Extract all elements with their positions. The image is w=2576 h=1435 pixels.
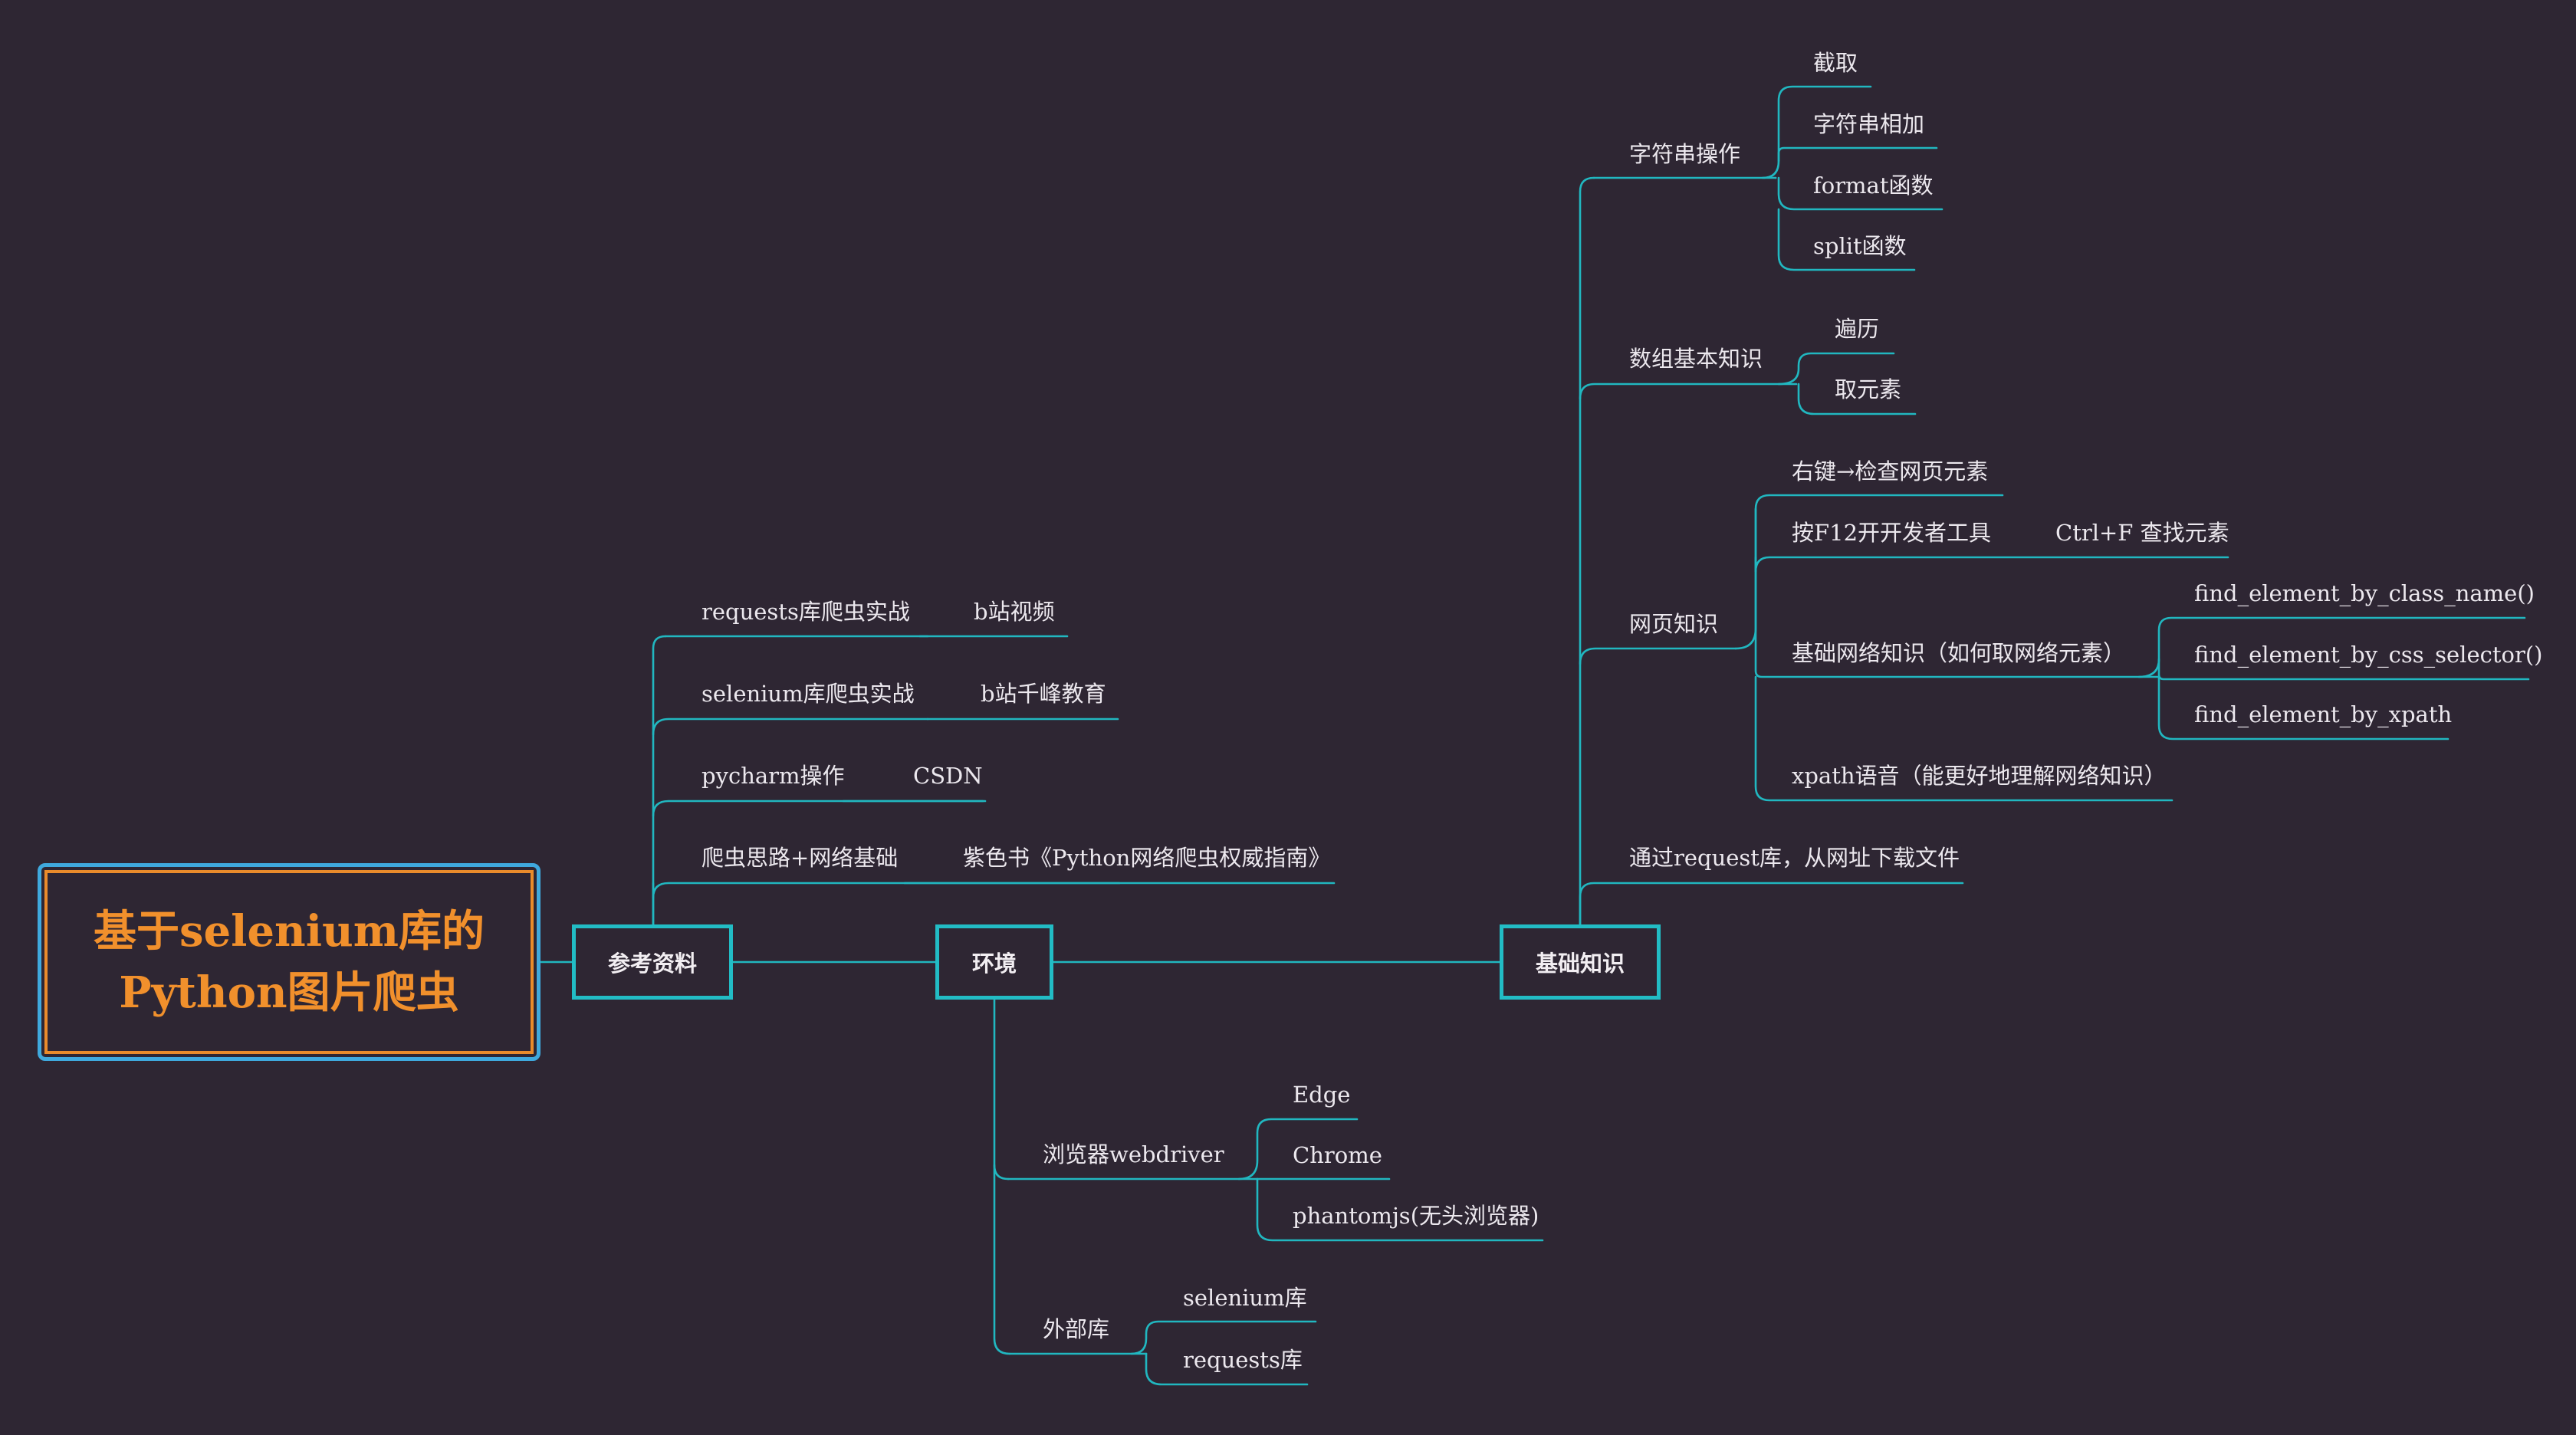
branch-jichu[interactable]: 基础知识 xyxy=(1500,924,1661,1000)
web-f12-child[interactable]: Ctrl+F 查找元素 xyxy=(2055,520,2229,546)
browser-child[interactable]: phantomjs(无头浏览器) xyxy=(1293,1203,1539,1229)
browser-child[interactable]: Edge xyxy=(1293,1082,1351,1108)
cankao-item-label[interactable]: selenium库爬虫实战 xyxy=(702,681,915,707)
root-node[interactable]: 基于selenium库的 Python图片爬虫 xyxy=(44,870,534,1054)
browser-child[interactable]: Chrome xyxy=(1293,1142,1382,1168)
connector-cankao-trunk xyxy=(652,635,667,926)
cankao-item-label[interactable]: requests库爬虫实战 xyxy=(702,599,910,625)
jichu-web-label[interactable]: 网页知识 xyxy=(1629,611,1719,637)
branch-huanjing[interactable]: 环境 xyxy=(935,924,1053,1000)
cankao-item-source[interactable]: b站千峰教育 xyxy=(981,681,1106,707)
find-method[interactable]: find_element_by_class_name() xyxy=(2194,580,2535,606)
root-title-line1: 基于selenium库的 xyxy=(93,906,485,957)
jichu-string-label[interactable]: 字符串操作 xyxy=(1629,141,1741,167)
web-f12[interactable]: 按F12开开发者工具 xyxy=(1792,520,1992,546)
find-method[interactable]: find_element_by_xpath xyxy=(2194,701,2453,727)
root-node-frame[interactable] xyxy=(38,863,540,1061)
cankao-item-label[interactable]: 爬虫思路+网络基础 xyxy=(702,845,899,871)
array-child[interactable]: 取元素 xyxy=(1835,376,1902,402)
jichu-array-label[interactable]: 数组基本知识 xyxy=(1629,346,1763,372)
web-inspect[interactable]: 右键→检查网页元素 xyxy=(1792,458,1989,484)
jichu-download[interactable]: 通过request库，从网址下载文件 xyxy=(1629,845,1960,871)
array-child[interactable]: 遍历 xyxy=(1835,316,1880,342)
root-title-line2: Python图片爬虫 xyxy=(119,967,459,1018)
branch-cankao[interactable]: 参考资料 xyxy=(572,924,733,1000)
libs-child[interactable]: selenium库 xyxy=(1183,1285,1307,1311)
huanjing-libs-label[interactable]: 外部库 xyxy=(1043,1316,1110,1342)
web-xpath[interactable]: xpath语音（能更好地理解网络知识） xyxy=(1792,763,2167,789)
string-child[interactable]: format函数 xyxy=(1813,172,1934,199)
string-child[interactable]: split函数 xyxy=(1813,233,1907,259)
huanjing-browser-label[interactable]: 浏览器webdriver xyxy=(1043,1141,1224,1167)
cankao-item-label[interactable]: pycharm操作 xyxy=(702,763,845,789)
string-child[interactable]: 截取 xyxy=(1813,50,1858,76)
cankao-item-source[interactable]: CSDN xyxy=(913,763,983,789)
cankao-item-source[interactable]: b站视频 xyxy=(974,599,1055,625)
find-method[interactable]: find_element_by_css_selector() xyxy=(2194,642,2543,668)
cankao-item-source[interactable]: 紫色书《Python网络爬虫权威指南》 xyxy=(963,845,1331,871)
web-network[interactable]: 基础网络知识（如何取网络元素） xyxy=(1792,640,2126,666)
string-child[interactable]: 字符串相加 xyxy=(1813,111,1925,137)
libs-child[interactable]: requests库 xyxy=(1183,1347,1303,1373)
